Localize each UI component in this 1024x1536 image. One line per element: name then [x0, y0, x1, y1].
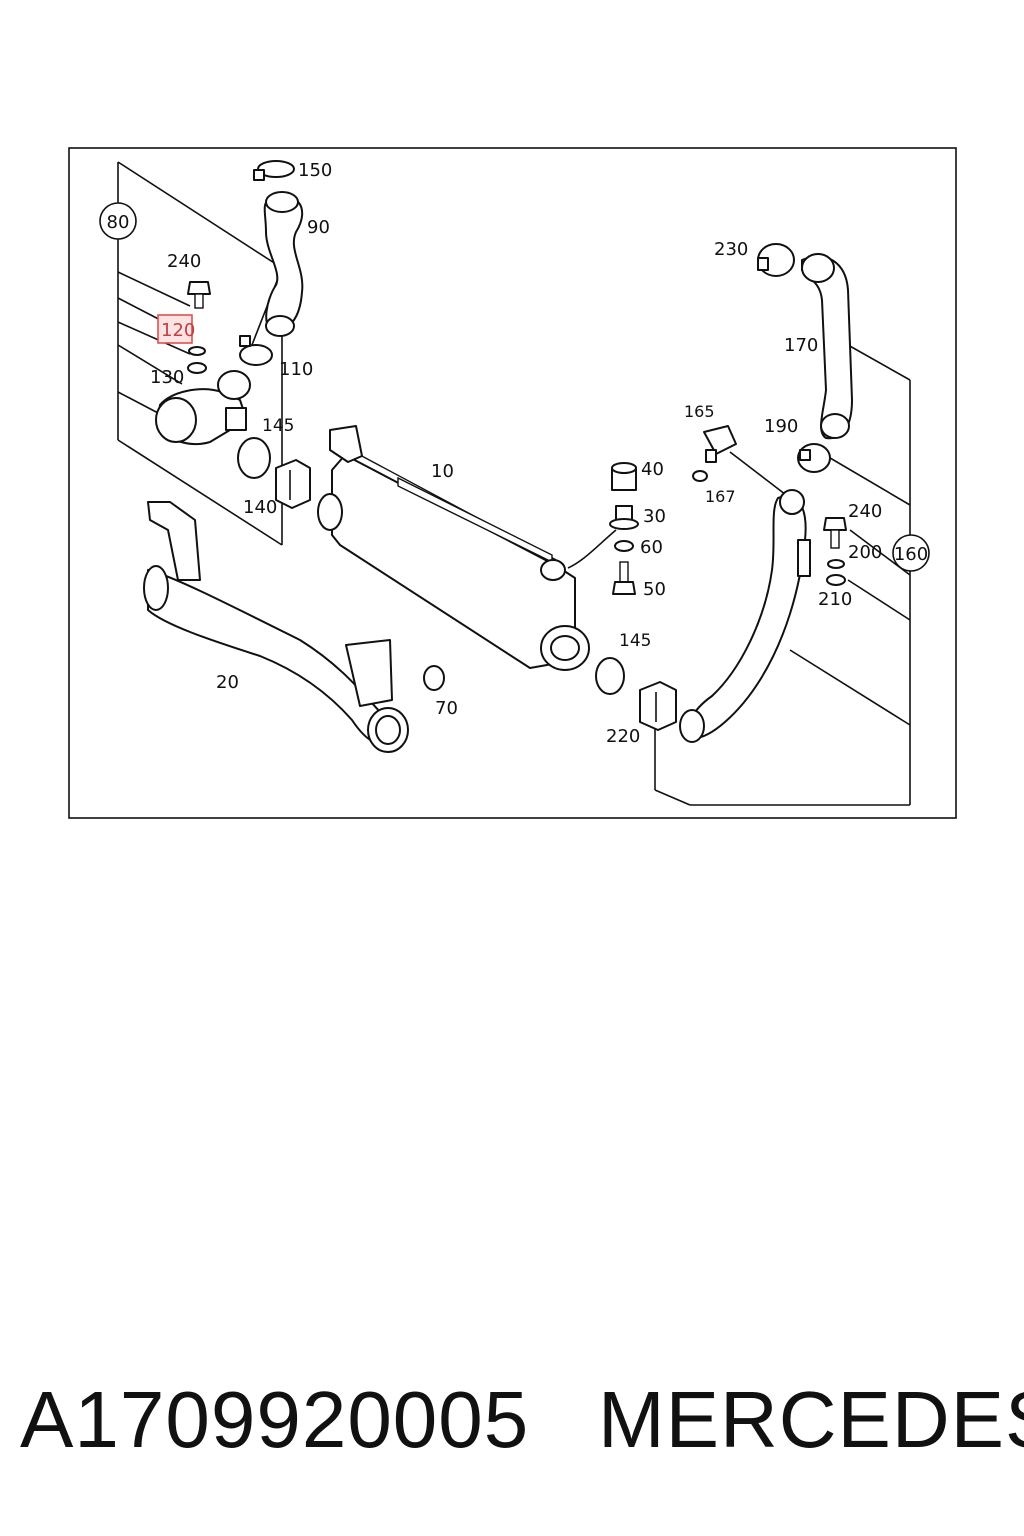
- label-170: 170: [784, 335, 818, 356]
- sleeve-140: [275, 459, 311, 509]
- label-70: 70: [435, 698, 458, 719]
- diagram-frame: [68, 147, 957, 819]
- label-167: 167: [705, 487, 736, 506]
- washer-210: [826, 574, 846, 586]
- label-110: 110: [279, 359, 313, 380]
- label-200: 200: [848, 542, 882, 563]
- bolt-240-left: [187, 281, 211, 309]
- sensor-165: [703, 425, 737, 463]
- label-230: 230: [714, 239, 748, 260]
- label-150: 150: [298, 160, 332, 181]
- label-165: 165: [684, 402, 715, 421]
- arrow-to-hose: [729, 451, 791, 499]
- label-190: 190: [764, 416, 798, 437]
- hose-170: [801, 253, 853, 440]
- label-90: 90: [307, 217, 330, 238]
- highlight-box-120: [157, 314, 193, 344]
- clamp-190: [797, 443, 831, 473]
- label-120: 120: [161, 320, 195, 341]
- part-number: A1709920005: [20, 1375, 530, 1464]
- label-130: 130: [150, 367, 184, 388]
- o-ring-145-right: [595, 657, 625, 695]
- label-30: 30: [643, 506, 666, 527]
- clamp-150: [253, 160, 295, 181]
- label-40: 40: [641, 459, 664, 480]
- label-240-right: 240: [848, 501, 882, 522]
- bolt-50: [612, 561, 636, 595]
- mount-40: [611, 462, 637, 491]
- clamp-110: [239, 335, 273, 366]
- washer-130: [187, 362, 207, 374]
- washer-60: [614, 540, 634, 552]
- footer: A1709920005 MERCEDES: [0, 1370, 1024, 1480]
- clamp-230: [757, 243, 795, 277]
- hose-160: [679, 489, 811, 743]
- label-140: 140: [243, 497, 277, 518]
- grommet-70: [423, 665, 445, 691]
- bolt-240-right: [823, 517, 847, 549]
- sleeve-30: [609, 505, 639, 530]
- sleeve-220: [639, 681, 677, 731]
- label-60: 60: [640, 537, 663, 558]
- seal-167: [692, 470, 708, 482]
- washer-200: [827, 559, 845, 569]
- label-160: 160: [894, 544, 928, 565]
- label-20: 20: [216, 672, 239, 693]
- arrow-to-intercooler: [567, 529, 617, 569]
- label-160-circle: [892, 534, 930, 572]
- group-160-leader-lines: [654, 344, 911, 806]
- pipe-20: [143, 501, 409, 753]
- o-ring-145-left: [237, 437, 271, 479]
- label-145-left: 145: [262, 416, 294, 436]
- connector-elbow: [155, 370, 251, 445]
- washer-120: [188, 346, 206, 356]
- brand-name: MERCEDES: [598, 1375, 1024, 1464]
- label-50: 50: [643, 579, 666, 600]
- label-80-circle: [99, 202, 137, 240]
- parts-diagram: 80 160 150 90 240 120 110 130 145 140 10…: [68, 147, 957, 819]
- label-10: 10: [431, 461, 454, 482]
- label-220: 220: [606, 726, 640, 747]
- intercooler-10: [317, 425, 590, 671]
- hose-90: [263, 191, 304, 337]
- label-240-left: 240: [167, 251, 201, 272]
- label-210: 210: [818, 589, 852, 610]
- label-145-right: 145: [619, 631, 651, 651]
- label-80: 80: [107, 212, 130, 233]
